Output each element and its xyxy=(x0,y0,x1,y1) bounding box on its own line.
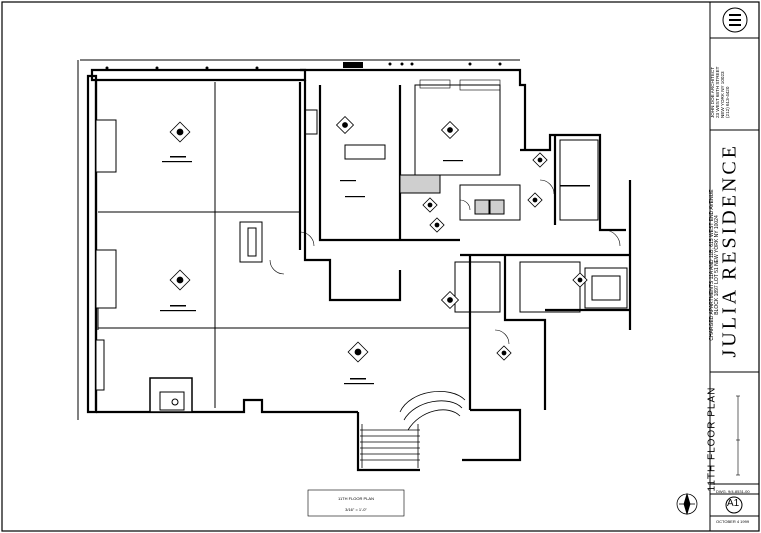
architect-line: (212) 613-4420 xyxy=(725,86,730,118)
ceiling-fixture-icons xyxy=(169,115,588,363)
sheet-number: A1 xyxy=(727,498,740,509)
sheet-number-circle xyxy=(725,496,743,514)
project-block-lot-line: BLOCK 1897 LOT 51 NEW YORK NY 10024 xyxy=(714,215,720,315)
scale-bar xyxy=(736,395,740,476)
architect-logo xyxy=(722,7,748,33)
door-swings xyxy=(269,179,621,345)
plan-caption-box xyxy=(307,489,405,517)
architect-info: JOHN DOE ARCHITECT 23 WEST 68TH STREET N… xyxy=(710,58,730,118)
project-title: JULIA RESIDENCE xyxy=(718,143,741,358)
plan-notes xyxy=(160,156,590,385)
title-block xyxy=(709,1,760,532)
interior-walls xyxy=(77,59,628,420)
north-arrow-icon xyxy=(676,492,698,516)
plan-caption: 11TH FLOOR PLAN xyxy=(338,496,374,501)
facade-markers xyxy=(105,62,502,91)
drawing-number: DWG. 9/4-8531-00 xyxy=(716,489,750,494)
drawing-date: OCTOBER 4 1999 xyxy=(716,519,750,524)
plan-scale: 3/16" = 1'-0" xyxy=(345,507,367,512)
curved-stair xyxy=(360,391,466,468)
sheet-title: 11TH FLOOR PLAN xyxy=(706,386,718,492)
